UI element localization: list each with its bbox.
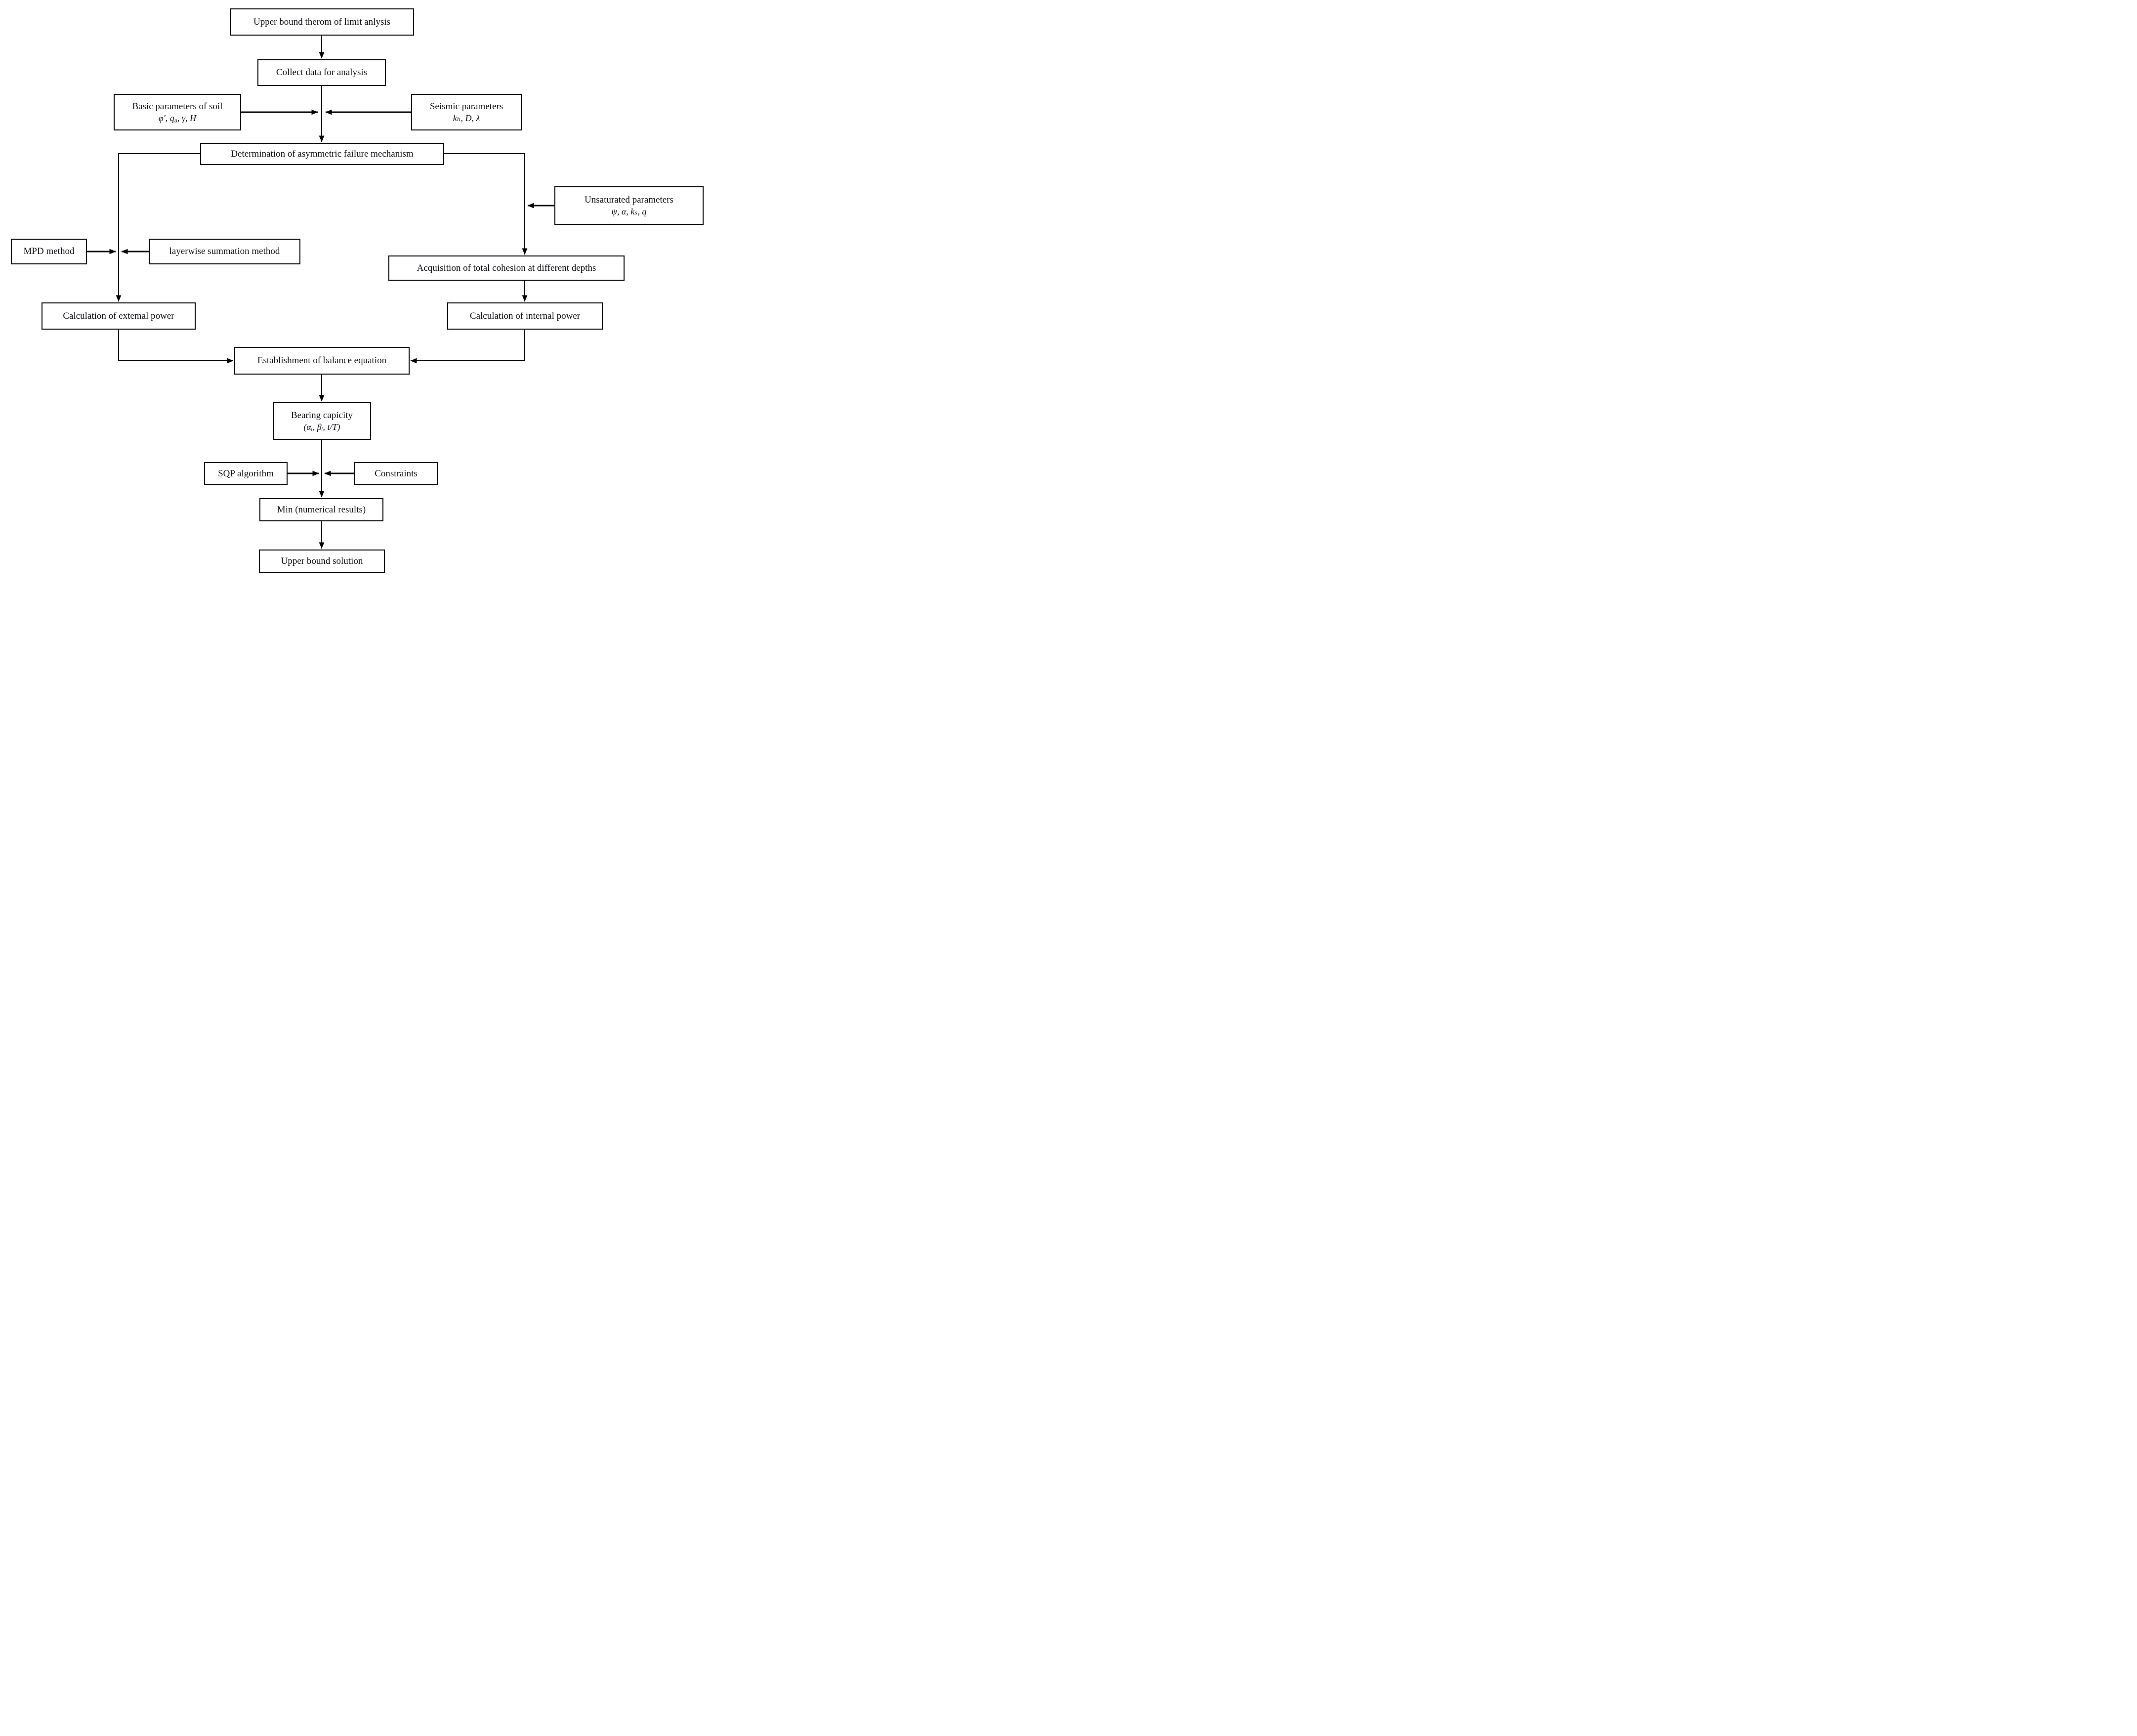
node-sqp-algorithm: SQP algorithm [204, 462, 288, 485]
node-determination-failure-mechanism: Determination of asymmetric failure mech… [200, 143, 444, 165]
node-label: Seismic parameters [429, 101, 503, 112]
edge-determination-to-external [116, 153, 200, 302]
node-label: Bearing capicity [291, 410, 353, 421]
node-label: Min (numerical results) [277, 504, 366, 515]
node-basic-parameters: Basic parameters of soil φ′, q₀, γ, H [114, 94, 241, 130]
node-calculation-external-power: Calculation of extemal power [42, 302, 196, 330]
node-constraints: Constraints [354, 462, 438, 485]
node-label: Upper bound therom of limit anlysis [253, 16, 391, 27]
node-label: Calculation of internal power [469, 310, 581, 321]
node-label: Establishment of balance equation [257, 355, 387, 366]
node-label: SQP algorithm [218, 468, 274, 479]
node-label: Upper bound solution [281, 556, 363, 567]
connector-layer [87, 36, 554, 549]
node-label: Collect data for analysis [276, 67, 368, 78]
node-calculation-internal-power: Calculation of internal power [447, 302, 603, 330]
node-label: MPD method [23, 246, 75, 257]
node-acquisition-total-cohesion: Acquisition of total cohesion at differe… [388, 255, 625, 281]
node-upper-bound-theorem: Upper bound therom of limit anlysis [230, 8, 414, 36]
node-label: Basic parameters of soil [132, 101, 223, 112]
node-min-numerical-results: Min (numerical results) [259, 498, 383, 521]
node-layerwise-summation-method: layerwise summation method [149, 239, 300, 264]
node-symbols: (αᵢ, βᵢ, t/T) [303, 422, 340, 432]
node-label: Calculation of extemal power [63, 310, 174, 321]
node-mpd-method: MPD method [11, 239, 87, 264]
node-symbols: kₕ, D, λ [453, 113, 480, 123]
node-label: Determination of asymmetric failure mech… [231, 148, 414, 159]
node-symbols: φ′, q₀, γ, H [158, 113, 197, 123]
node-establishment-balance-equation: Establishment of balance equation [234, 347, 410, 375]
edge-external-to-establishment [118, 330, 234, 364]
node-symbols: ψ, α, kₛ, q [611, 206, 647, 216]
node-seismic-parameters: Seismic parameters kₕ, D, λ [411, 94, 522, 130]
edge-internal-to-establishment [410, 330, 525, 364]
node-label: Constraints [375, 468, 418, 479]
node-label: Acquisition of total cohesion at differe… [417, 262, 596, 273]
edge-determination-to-acquisition [444, 153, 528, 255]
node-label: layerwise summation method [169, 246, 280, 257]
node-bearing-capacity: Bearing capicity (αᵢ, βᵢ, t/T) [273, 402, 371, 440]
flowchart-canvas: Upper bound therom of limit anlysis Coll… [0, 0, 712, 579]
node-label: Unsaturated parameters [585, 194, 673, 205]
node-unsaturated-parameters: Unsaturated parameters ψ, α, kₛ, q [554, 186, 704, 225]
node-upper-bound-solution: Upper bound solution [259, 550, 385, 573]
node-collect-data: Collect data for analysis [257, 59, 386, 86]
